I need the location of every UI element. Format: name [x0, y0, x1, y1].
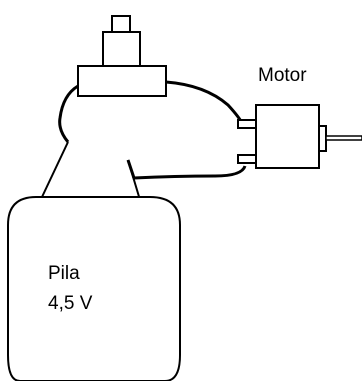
- switch-body: [77, 65, 167, 97]
- motor-body: [255, 104, 320, 169]
- motor-terminal-top: [237, 119, 257, 129]
- switch-button-base: [102, 31, 141, 67]
- battery-outline: [7, 196, 181, 381]
- switch-button-top: [111, 15, 131, 33]
- battery: Pila 4,5 V: [7, 141, 181, 381]
- battery-left-terminal: [41, 141, 69, 198]
- wire-battery-to-switch: [58, 84, 79, 143]
- battery-voltage-label: 4,5 V: [48, 293, 93, 314]
- motor-terminal-bottom: [237, 154, 257, 164]
- motor-shaft: [325, 135, 362, 141]
- motor: Motor: [237, 65, 362, 169]
- motor-front-cap: [318, 125, 327, 152]
- wire-switch-to-motor: [165, 80, 245, 126]
- wire-battery-to-motor: [126, 159, 247, 180]
- motor-label: Motor: [258, 65, 307, 86]
- switch: [77, 15, 167, 97]
- battery-name-label: Pila: [48, 263, 80, 284]
